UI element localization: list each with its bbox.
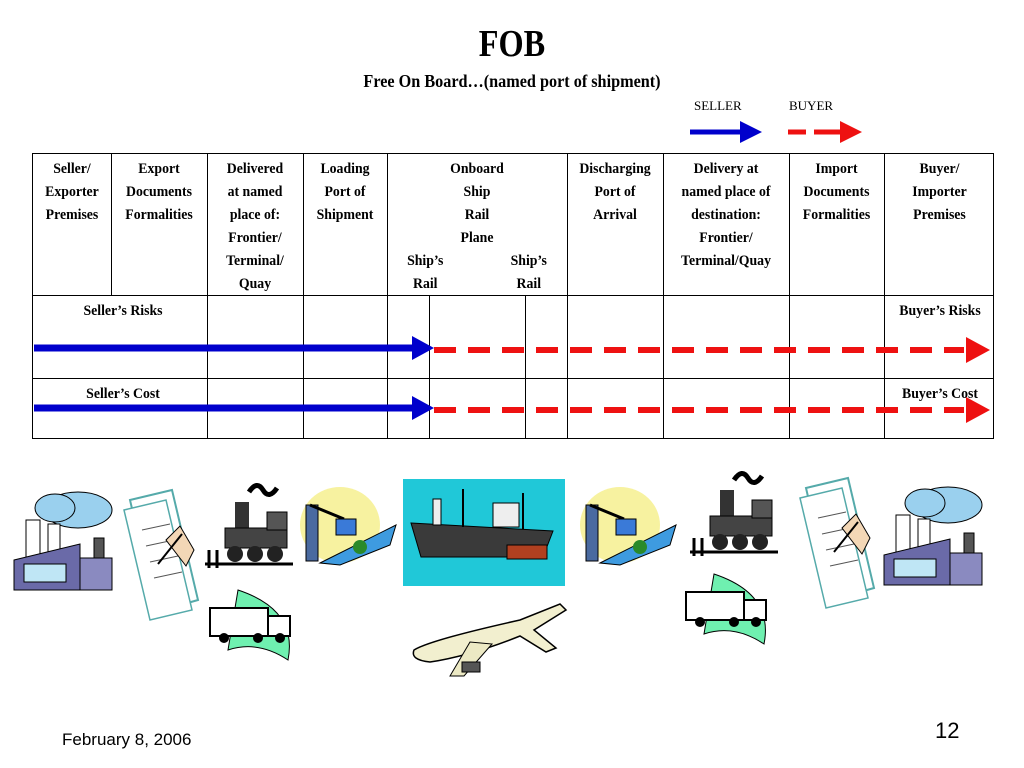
transport-illustrations	[13, 471, 983, 677]
row-divider	[33, 295, 993, 296]
column-header-line: Delivery at	[693, 161, 759, 177]
col-divider	[111, 154, 112, 295]
col-divider	[387, 154, 388, 439]
column-header-line: Documents	[803, 184, 870, 200]
train-icon	[205, 483, 293, 568]
column-header-line: Rail	[464, 207, 490, 223]
col-divider	[303, 154, 304, 439]
row-divider	[33, 378, 993, 379]
column-header-line: Premises	[913, 207, 966, 223]
column-header-line: Premises	[45, 207, 99, 223]
column-header-line: Arrival	[593, 207, 637, 223]
column-header-line: place of:	[229, 207, 281, 223]
column-header-line: Loading	[320, 161, 370, 177]
ship-rail-line: Rail	[516, 276, 542, 292]
legend-seller-label: SELLER	[694, 98, 742, 113]
buyer-cost-label: Buyer’s Cost	[901, 386, 979, 402]
legend-buyer-label: BUYER	[789, 98, 834, 113]
col-divider	[207, 154, 208, 439]
column-header-line: named place of	[681, 184, 771, 200]
col-divider	[567, 154, 568, 439]
column-header-line: Seller/	[53, 161, 91, 177]
col-divider	[884, 154, 885, 439]
column-header-line: Port of	[324, 184, 366, 200]
airplane-icon	[412, 603, 568, 677]
seller-risks-label: Seller’s Risks	[83, 303, 163, 319]
document-signing-icon	[799, 476, 876, 609]
column-header-line: Shipment	[316, 207, 374, 223]
column-header: Delivery at named place of destination: Fro…	[668, 158, 784, 273]
truck-icon	[685, 573, 767, 645]
page-title: FOB	[478, 23, 546, 65]
document-signing-icon	[123, 488, 200, 621]
factory-icon	[13, 491, 113, 591]
column-header-line: Terminal/	[226, 253, 284, 269]
seller-risks-arrow	[34, 336, 434, 360]
page-subtitle: Free On Board…(named port of shipment)	[363, 71, 661, 91]
port-crane-icon	[580, 487, 677, 566]
column-header-line: Frontier/	[699, 230, 753, 246]
buyer-risks-label: Buyer’s Risks	[899, 303, 981, 319]
column-header-line: Terminal/Quay	[681, 253, 771, 269]
responsibility-arrows	[34, 336, 990, 423]
legend-arrows	[690, 121, 862, 143]
seller-cost-arrow	[34, 396, 434, 420]
column-header-line: Discharging	[579, 161, 651, 177]
column-header-line: at named	[227, 184, 283, 200]
column-header-line: Onboard	[450, 161, 504, 177]
column-header-line: Formalities	[125, 207, 193, 223]
truck-icon	[209, 589, 291, 661]
column-header-line: Formalities	[802, 207, 871, 223]
ship-rail-line: Rail	[412, 276, 438, 292]
cargo-ship-icon	[403, 479, 565, 586]
seller-cost-label: Seller’s Cost	[86, 386, 160, 402]
column-header-line: Documents	[126, 184, 192, 200]
ship-rail-line: Ship’s	[510, 253, 547, 269]
column-header-line: Export	[138, 161, 180, 177]
ship-rail-line: Ship’s	[407, 253, 444, 269]
buyer-cost-arrow	[434, 397, 990, 423]
column-header-line: destination:	[691, 207, 761, 223]
col-divider	[663, 154, 664, 439]
column-header-line: Exporter	[45, 184, 99, 200]
col-divider	[525, 295, 526, 439]
col-divider	[429, 295, 430, 439]
column-header-line: Importer	[912, 184, 967, 200]
column-header-line: Ship	[463, 184, 491, 200]
column-header-line: Buyer/	[919, 161, 960, 177]
footer-date: February 8, 2006	[62, 730, 192, 749]
column-header-line: Plane	[460, 230, 494, 246]
buyer-risks-arrow	[434, 337, 990, 363]
legend-buyer-arrow	[788, 121, 862, 143]
column-header-line: Frontier/	[228, 230, 282, 246]
factory-icon	[883, 486, 983, 586]
column-header-line: Port of	[594, 184, 636, 200]
page-number: 12	[935, 718, 960, 743]
legend-seller-arrow	[690, 121, 762, 143]
column-header: Delivered at named place of: Frontier/Termi…	[211, 158, 299, 296]
column-header-line: Delivered	[226, 161, 284, 177]
column-header-line: Import	[815, 161, 858, 177]
train-icon	[690, 471, 778, 556]
column-header-line: Quay	[238, 276, 272, 292]
col-divider	[789, 154, 790, 439]
port-crane-icon	[300, 487, 397, 566]
